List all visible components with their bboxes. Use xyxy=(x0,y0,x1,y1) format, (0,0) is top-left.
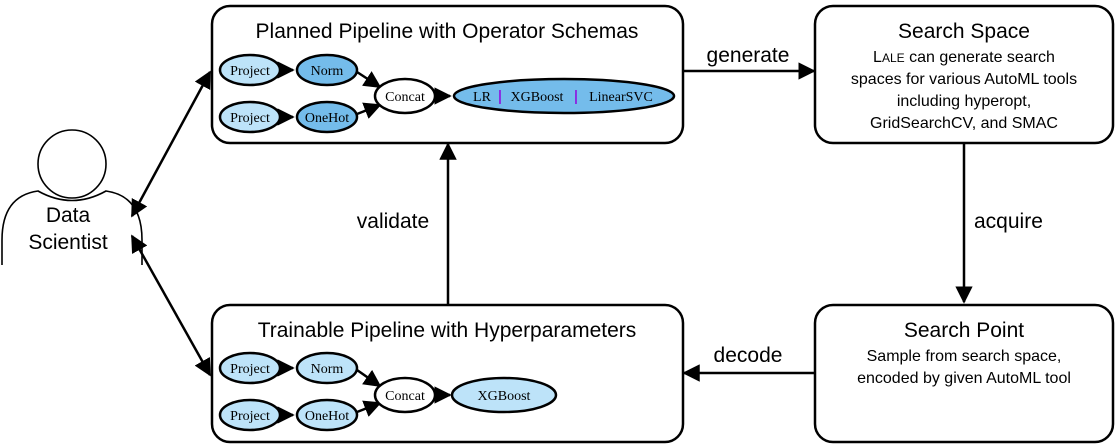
trainable-project-label-1: Project xyxy=(230,362,270,377)
trainable-norm-node xyxy=(295,351,359,385)
search-space-desc-line3: including hyperopt, xyxy=(897,93,1031,110)
trainable-project-label-2: Project xyxy=(230,409,270,424)
trainable-norm-label: Norm xyxy=(311,362,344,377)
planned-onehot-label: OneHot xyxy=(305,111,349,126)
planned-concat-node xyxy=(373,77,437,115)
search-space-title: Search Space xyxy=(898,20,1030,43)
data-scientist-actor: Data Scientist xyxy=(1,129,143,265)
edge-label-generate: generate xyxy=(707,44,790,67)
search-space-frame xyxy=(813,4,1115,145)
trainable-xgboost-label: XGBoost xyxy=(478,389,531,404)
planned-pipeline-title: Planned Pipeline with Operator Schemas xyxy=(256,20,639,43)
search-space-box: Search Space LALE can generate search sp… xyxy=(813,4,1115,145)
trainable-pipeline-title: Trainable Pipeline with Hyperparameters xyxy=(258,319,637,342)
edge-label-validate: validate xyxy=(357,210,429,233)
planned-choice-separator-2: | xyxy=(574,88,578,105)
planned-choice-separator-1: | xyxy=(498,88,502,105)
actor-label-line2: Scientist xyxy=(28,231,108,254)
planned-pipeline-box: Planned Pipeline with Operator Schemas P… xyxy=(210,4,685,145)
planned-norm-label: Norm xyxy=(311,64,344,79)
planned-norm-node xyxy=(295,53,359,87)
search-space-desc-line2: spaces for various AutoML tools xyxy=(851,71,1077,88)
edge-label-decode: decode xyxy=(714,344,783,367)
trainable-onehot-label: OneHot xyxy=(305,409,349,424)
planned-edge-onehot-concat xyxy=(356,102,382,119)
search-space-desc-line4: GridSearchCV, and SMAC xyxy=(870,115,1058,132)
trainable-xgboost-node xyxy=(450,376,558,414)
planned-choice-node xyxy=(452,77,676,115)
trainable-project-node-1 xyxy=(218,351,282,385)
trainable-concat-node xyxy=(373,376,437,414)
trainable-onehot-node xyxy=(295,398,359,432)
search-point-frame xyxy=(813,303,1115,444)
trainable-pipeline-box: Trainable Pipeline with Hyperparameters … xyxy=(210,303,685,444)
planned-choice-label-xgboost: XGBoost xyxy=(511,90,564,105)
search-space-desc-line1: LALE can generate search xyxy=(873,49,1055,66)
planned-concat-label: Concat xyxy=(385,90,425,105)
actor-label-line1: Data xyxy=(46,204,91,227)
edge-scientist-planned xyxy=(130,70,212,218)
planned-choice-label-lr: LR xyxy=(473,90,492,105)
planned-project-label-1: Project xyxy=(230,64,270,79)
planned-choice-label-linearsvc: LinearSVC xyxy=(589,90,653,105)
person-head-icon xyxy=(37,129,107,199)
search-point-title: Search Point xyxy=(904,319,1024,342)
edge-label-acquire: acquire xyxy=(974,210,1043,233)
planned-project-label-2: Project xyxy=(230,111,270,126)
edge-scientist-trainable xyxy=(130,234,212,377)
search-point-desc-line1: Sample from search space, xyxy=(867,348,1062,365)
search-point-desc-line2: encoded by given AutoML tool xyxy=(857,370,1071,387)
planned-onehot-node xyxy=(295,100,359,134)
planned-project-node-2 xyxy=(218,100,282,134)
planned-edge-norm-concat xyxy=(356,70,382,89)
search-point-box: Search Point Sample from search space, e… xyxy=(813,303,1115,444)
trainable-concat-label: Concat xyxy=(385,389,425,404)
trainable-project-node-2 xyxy=(218,398,282,432)
trainable-edge-norm-concat xyxy=(356,368,382,388)
trainable-edge-onehot-concat xyxy=(356,400,382,417)
planned-project-node-1 xyxy=(218,53,282,87)
